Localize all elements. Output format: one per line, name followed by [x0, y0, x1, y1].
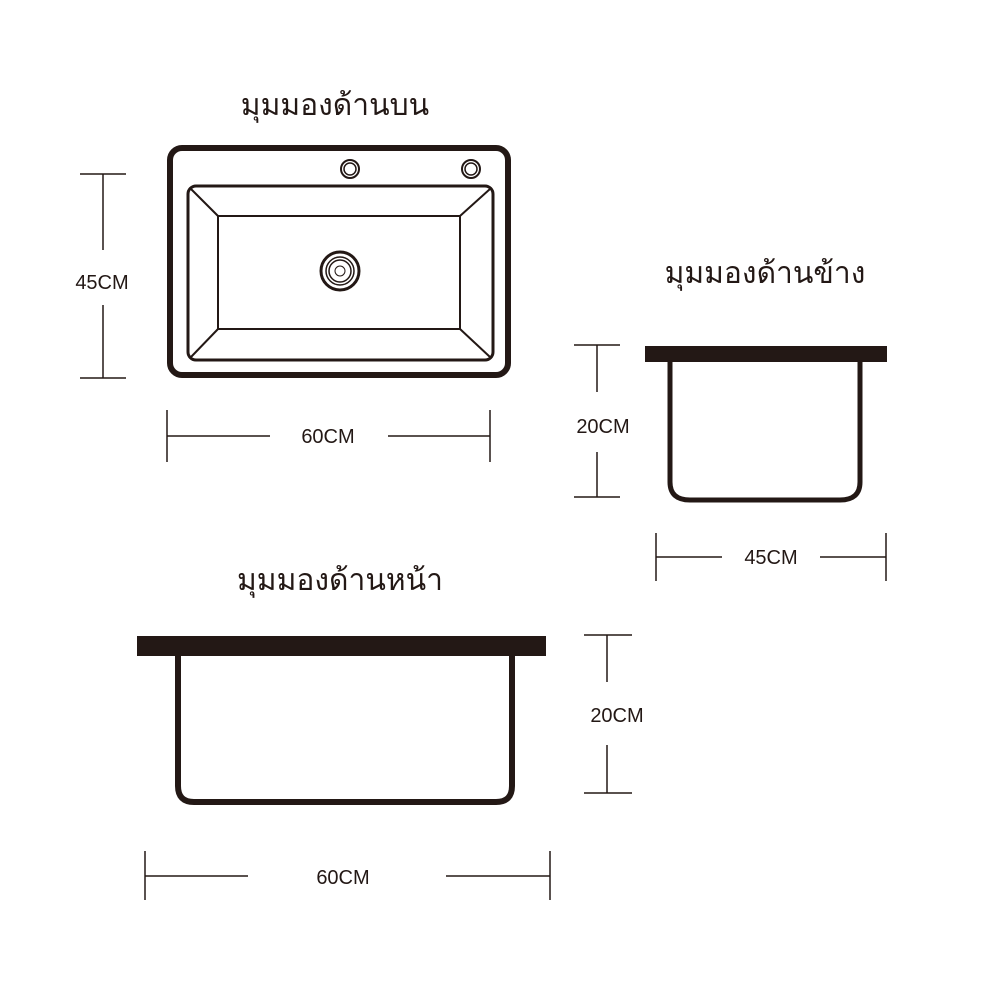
- faucet-hole-icon: [461, 159, 481, 179]
- side-view-sink: [645, 346, 887, 503]
- top-view-height-label: 45CM: [75, 272, 128, 294]
- drain-icon: [319, 250, 361, 292]
- top-view-dimensions: [80, 173, 491, 462]
- top-view-title: มุมมองด้านบน: [241, 89, 429, 124]
- side-view-dimensions: [574, 344, 887, 581]
- side-view-height-label: 20CM: [576, 416, 629, 438]
- front-view-title: มุมมองด้านหน้า: [237, 564, 443, 599]
- front-view-dimensions: [144, 634, 632, 900]
- front-view-height-label: 20CM: [590, 705, 643, 727]
- top-view-width-label: 60CM: [301, 426, 354, 448]
- side-view-title: มุมมองด้านข้าง: [665, 257, 866, 292]
- faucet-hole-icon: [340, 159, 360, 179]
- front-view-width-label: 60CM: [316, 867, 369, 889]
- basin-floor: [217, 215, 461, 330]
- side-view-width-label: 45CM: [744, 547, 797, 569]
- countertop-outline: [167, 145, 511, 378]
- front-view-sink: [137, 636, 546, 805]
- top-view-sink: [167, 145, 511, 378]
- basin-outline: [186, 184, 495, 362]
